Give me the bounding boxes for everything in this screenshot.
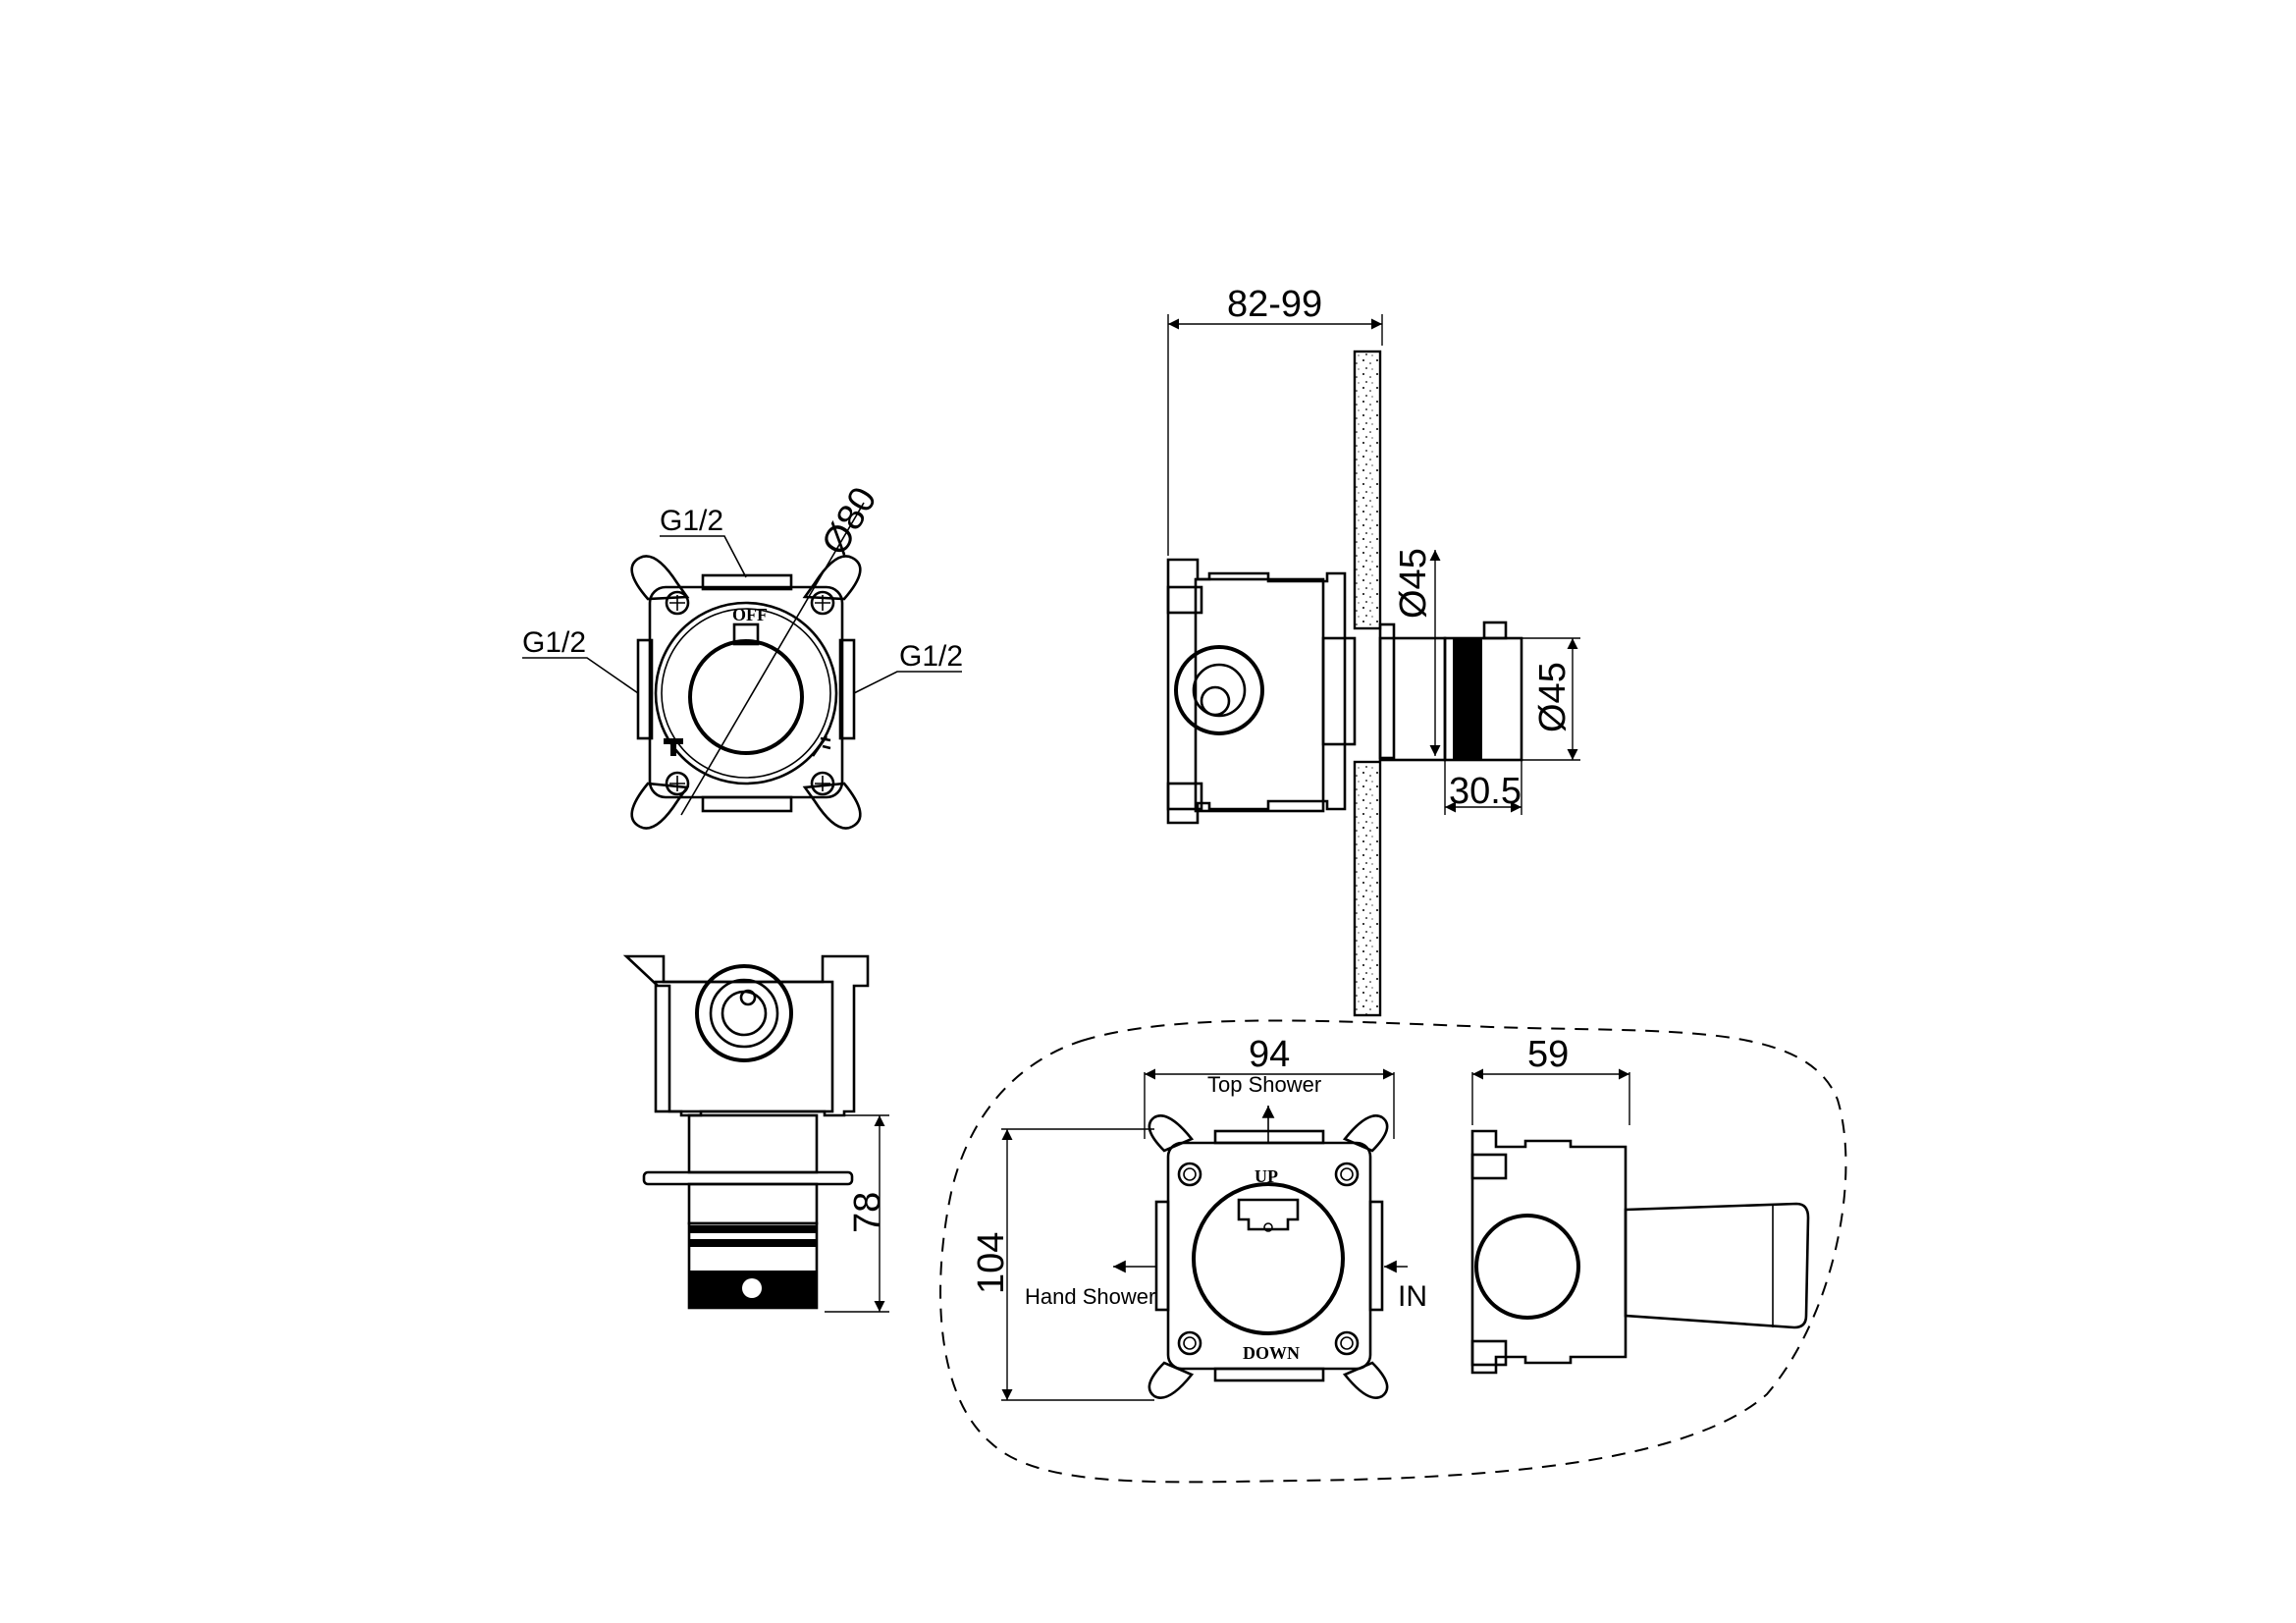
down-mark: DOWN	[1243, 1343, 1300, 1363]
shower-symbol-icon	[811, 735, 831, 757]
bottom-port-ring	[695, 964, 793, 1062]
wall-lower	[1353, 760, 1382, 1017]
dim-59: 59	[1527, 1034, 1569, 1075]
hand-shower-label: Hand Shower	[1025, 1284, 1155, 1309]
bottom-neck	[687, 1113, 819, 1174]
handle-pointer	[732, 622, 760, 646]
off-label: OFF	[732, 605, 768, 624]
tap-symbol-icon	[664, 738, 683, 756]
inlet-label: IN	[1398, 1280, 1427, 1313]
diameter-80-label: Ø80	[814, 480, 884, 562]
g12-left-label: G1/2	[522, 626, 586, 659]
detail-cloud-outline	[939, 1019, 1847, 1484]
diameter-leader	[680, 502, 865, 816]
detail-main-ring	[1192, 1182, 1345, 1335]
detail-front-view: UP DOWN Top Shower Hand Shower IN 94 104	[971, 1034, 1427, 1401]
dim-78: 78	[847, 1192, 888, 1233]
dim-82-99: 82-99	[1227, 284, 1322, 325]
main-ring	[654, 601, 838, 785]
side-port-ring	[1174, 645, 1264, 735]
cartridge-neck	[1321, 636, 1357, 746]
dim-dia45-right: Ø45	[1532, 662, 1574, 732]
up-mark: UP	[1255, 1166, 1278, 1186]
bottom-view: 78	[622, 954, 889, 1313]
top-shower-label: Top Shower	[1207, 1072, 1321, 1097]
detail-region: UP DOWN Top Shower Hand Shower IN 94 104	[939, 1019, 1847, 1484]
right-port-boss	[838, 638, 856, 740]
g12-right-leader	[853, 671, 962, 694]
dim-dia45-upper: Ø45	[1393, 548, 1434, 619]
handle-knob	[688, 639, 804, 755]
detail-side-cartridge	[1624, 1202, 1810, 1329]
front-view: OFF Ø80 G1/2 G1/2 G1/2	[522, 480, 963, 830]
detail-side-port	[1474, 1214, 1580, 1320]
mounting-ears	[630, 555, 862, 830]
g12-top-label: G1/2	[660, 505, 723, 537]
bottom-flange	[642, 1170, 854, 1186]
dim-30-5: 30.5	[1449, 771, 1522, 812]
wall-upper	[1353, 350, 1382, 630]
dim-104: 104	[971, 1232, 1012, 1294]
detail-cartridge-tab	[1237, 1198, 1300, 1231]
bottom-port-boss	[701, 795, 793, 813]
g12-left-leader	[522, 657, 639, 694]
knob-grip-band	[1453, 638, 1482, 760]
g12-top-leader	[660, 535, 747, 578]
dim-94: 94	[1249, 1034, 1290, 1075]
g12-right-label: G1/2	[899, 640, 963, 673]
screw-heads	[665, 590, 835, 796]
detail-screw-heads	[1177, 1162, 1360, 1356]
top-port-boss	[701, 573, 793, 591]
detail-side-view: 59	[1470, 1034, 1810, 1375]
side-view: 82-99 Ø45 Ø45 30.5	[1166, 284, 1580, 1017]
left-port-boss	[636, 638, 654, 740]
